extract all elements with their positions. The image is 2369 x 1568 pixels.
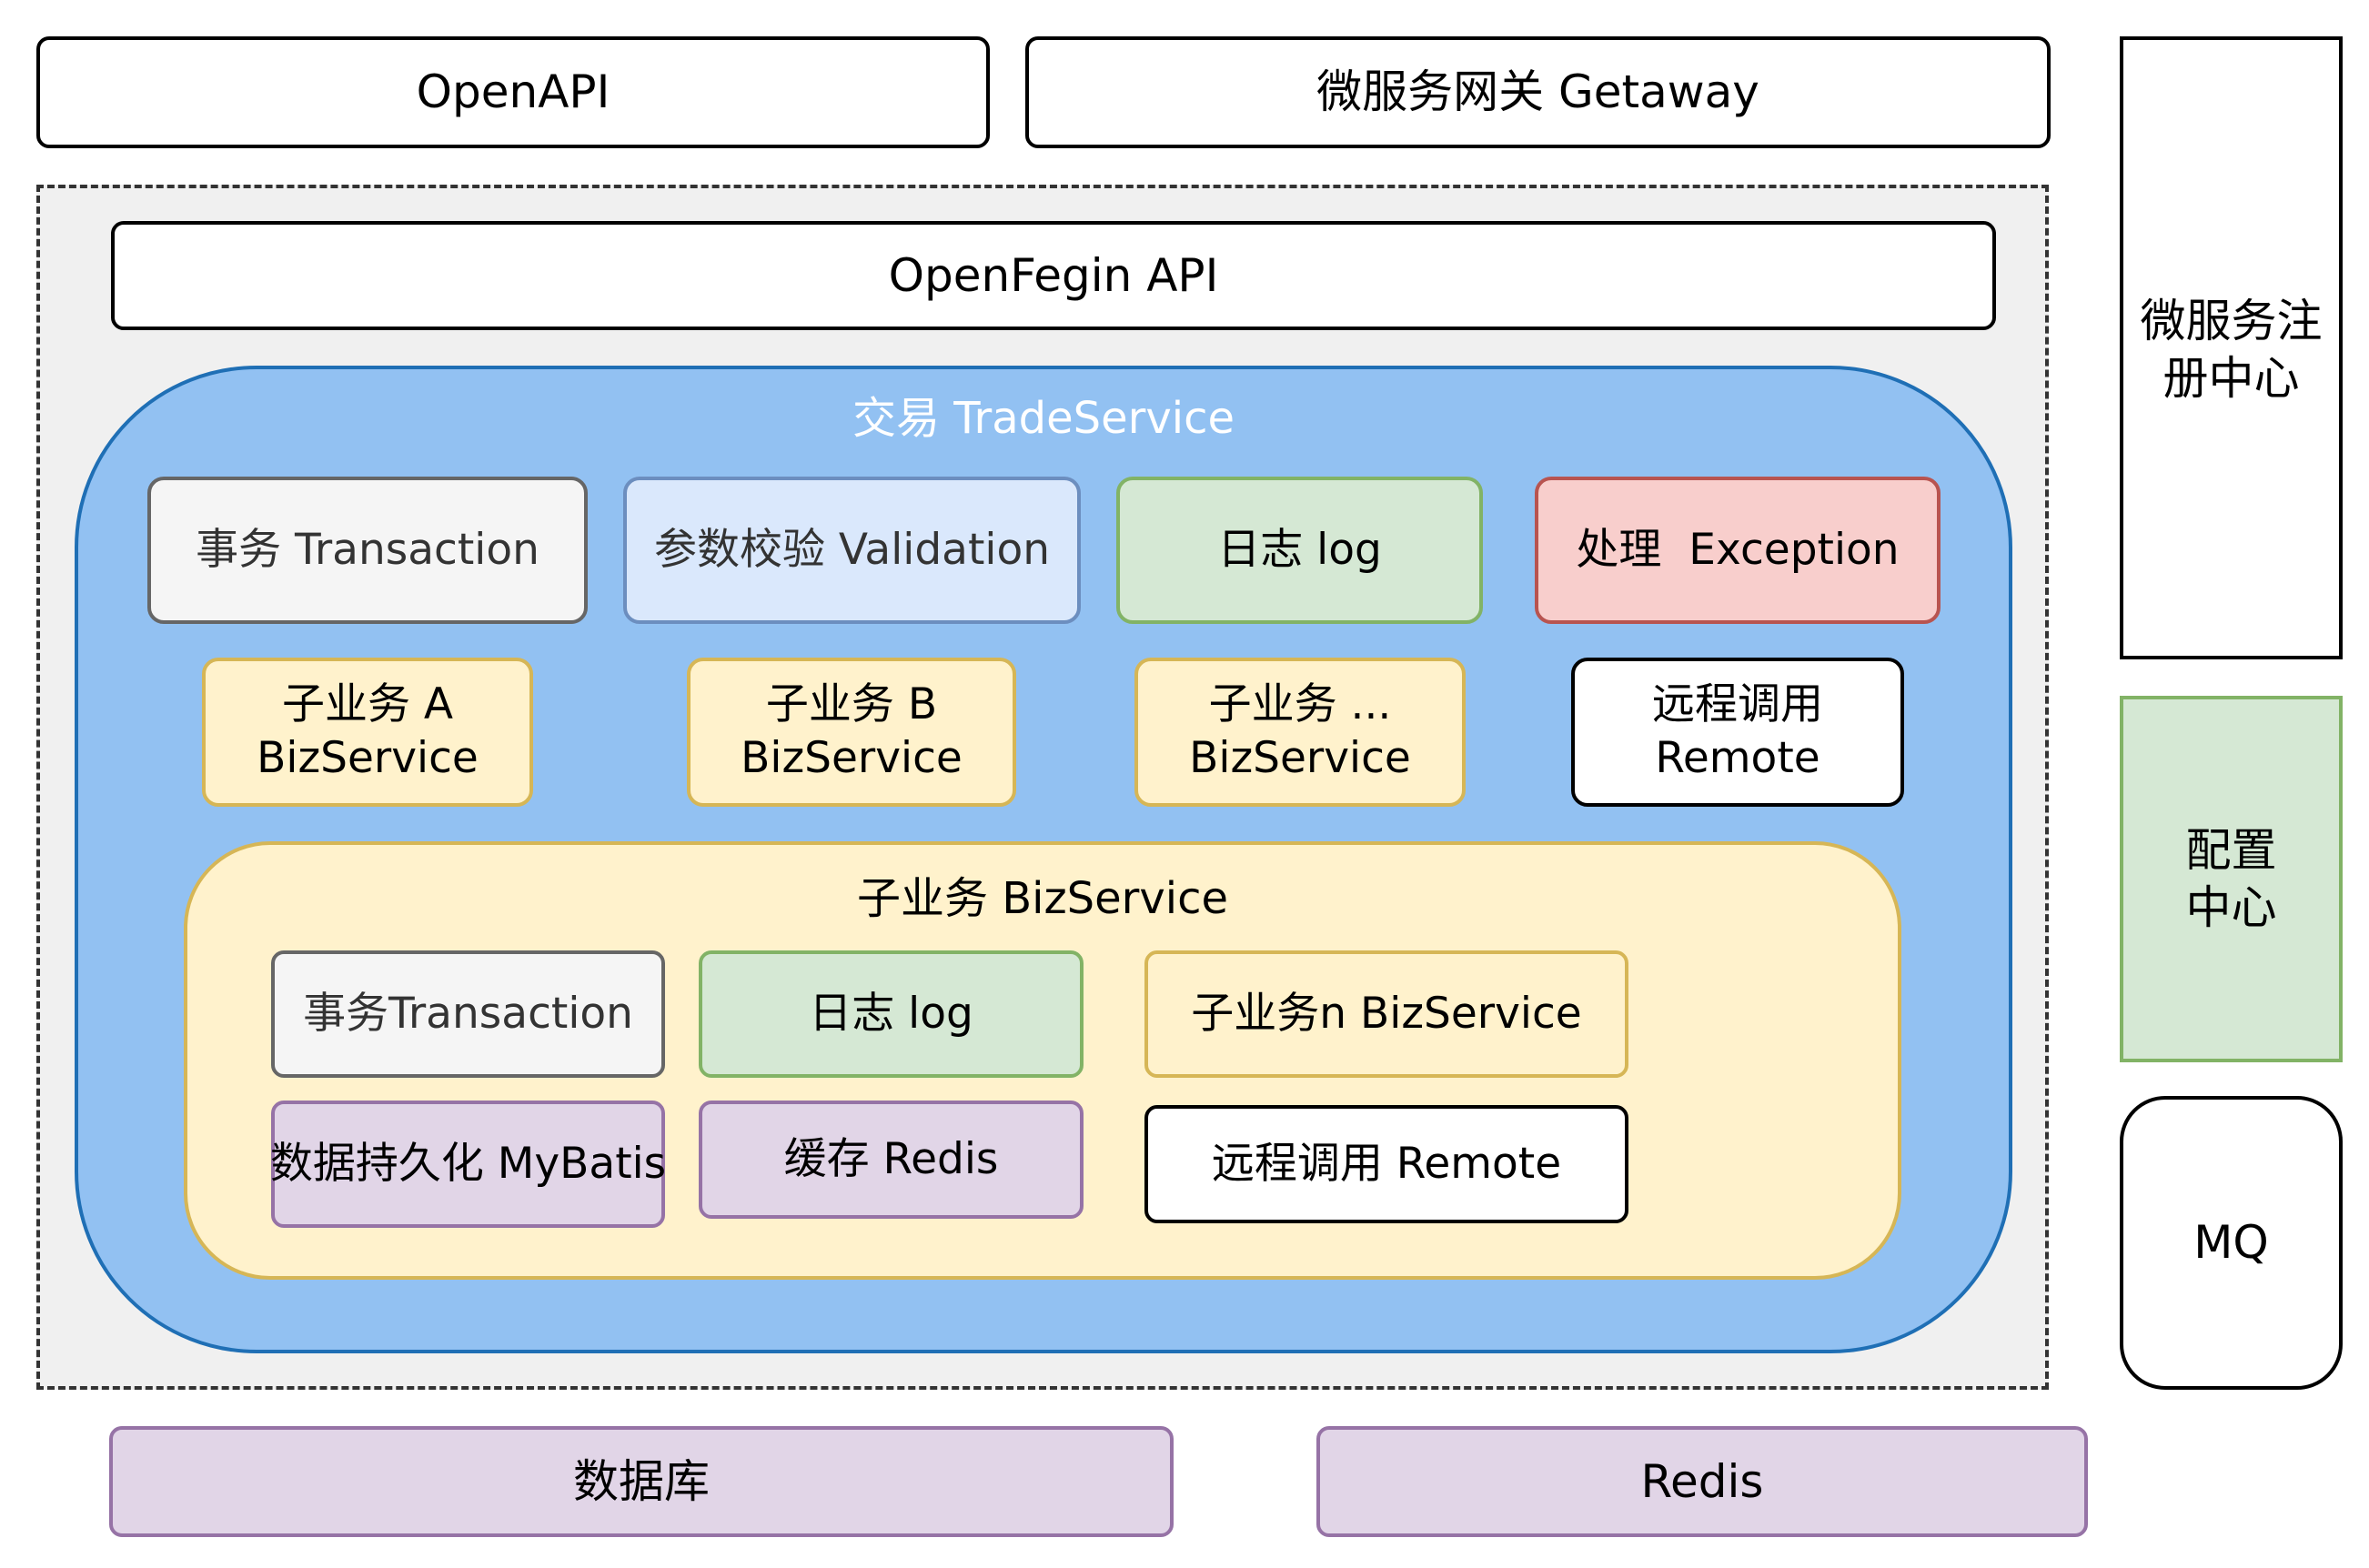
biz-more-subtitle: BizService — [1189, 733, 1411, 783]
sub-log-box: 日志 log — [699, 950, 1084, 1078]
sub-remote-box: 远程调用 Remote — [1144, 1105, 1628, 1223]
database-box: 数据库 — [109, 1426, 1174, 1537]
sub-biz-n-label: 子业务n BizService — [1191, 988, 1582, 1039]
openfegin-label: OpenFegin API — [888, 248, 1219, 302]
gateway-label: 微服务网关 Getaway — [1316, 65, 1759, 119]
redis-label: Redis — [1640, 1454, 1764, 1508]
config-line-1: 配置 — [2185, 824, 2277, 877]
validation-label: 参数校验 Validation — [653, 524, 1051, 575]
config-center-box: 配置 中心 — [2120, 696, 2343, 1062]
mq-label: MQ — [2193, 1216, 2269, 1270]
log-box: 日志 log — [1116, 477, 1483, 624]
biz-b-box: 子业务 B BizService — [687, 658, 1016, 807]
config-line-2: 中心 — [2185, 880, 2277, 934]
registry-line-2: 册中心 — [2162, 351, 2300, 405]
transaction-box: 事务 Transaction — [147, 477, 588, 624]
sub-biz-n-box: 子业务n BizService — [1144, 950, 1628, 1078]
registry-box: 微服务注 册中心 — [2120, 36, 2343, 659]
redis-cache-label: 缓存 Redis — [783, 1133, 999, 1184]
gateway-box: 微服务网关 Getaway — [1025, 36, 2051, 148]
remote-title: 远程调用 — [1652, 679, 1823, 730]
redis-cache-box: 缓存 Redis — [699, 1101, 1084, 1219]
openapi-label: OpenAPI — [416, 65, 610, 119]
transaction-label: 事务 Transaction — [196, 524, 539, 575]
remote-subtitle: Remote — [1655, 733, 1820, 783]
sub-log-label: 日志 log — [809, 988, 973, 1039]
biz-more-box: 子业务 ... BizService — [1134, 658, 1466, 807]
exception-box: 处理 Exception — [1535, 477, 1941, 624]
redis-box: Redis — [1316, 1426, 2088, 1537]
biz-b-subtitle: BizService — [741, 733, 963, 783]
biz-a-subtitle: BizService — [257, 733, 479, 783]
biz-a-box: 子业务 A BizService — [202, 658, 533, 807]
sub-remote-label: 远程调用 Remote — [1211, 1138, 1562, 1189]
mq-box: MQ — [2120, 1096, 2343, 1390]
sub-transaction-box: 事务Transaction — [271, 950, 665, 1078]
openapi-box: OpenAPI — [36, 36, 990, 148]
biz-a-title: 子业务 A — [281, 679, 454, 730]
biz-b-title: 子业务 B — [765, 679, 938, 730]
exception-label: 处理 Exception — [1576, 524, 1900, 575]
validation-box: 参数校验 Validation — [623, 477, 1081, 624]
remote-box: 远程调用 Remote — [1571, 658, 1904, 807]
database-label: 数据库 — [573, 1454, 710, 1508]
mybatis-label: 数据持久化 MyBatis — [269, 1138, 667, 1189]
registry-line-1: 微服务注 — [2140, 295, 2323, 347]
biz-more-title: 子业务 ... — [1208, 679, 1392, 730]
trade-service-title: 交易 TradeService — [852, 393, 1235, 444]
log-label: 日志 log — [1217, 524, 1382, 575]
openfegin-box: OpenFegin API — [111, 221, 1996, 330]
sub-bizservice-title: 子业务 BizService — [856, 873, 1229, 924]
mybatis-box: 数据持久化 MyBatis — [269, 1101, 667, 1228]
sub-transaction-label: 事务Transaction — [303, 988, 633, 1039]
